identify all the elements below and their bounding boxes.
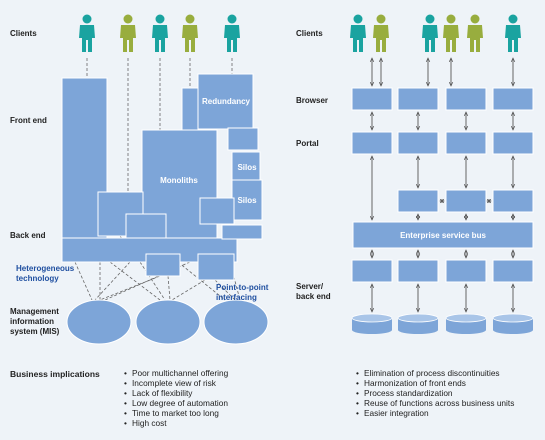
client-person-icon <box>120 14 136 52</box>
business-implications-title: Business implications <box>10 369 100 379</box>
client-person-icon <box>350 14 366 52</box>
client-person-icon <box>443 14 459 52</box>
heterogeneous-callout-line1: Heterogeneous <box>16 264 75 273</box>
service-box <box>397 189 439 213</box>
database-icon <box>397 313 439 334</box>
implication-item: Harmonization of front ends <box>356 378 514 388</box>
portal-label: Portal <box>296 139 319 148</box>
client-person-icon <box>79 14 95 52</box>
back-end-label: Back end <box>10 231 46 240</box>
implication-item: Reuse of functions across business units <box>356 398 514 408</box>
implication-item: Poor multichannel offering <box>124 368 228 378</box>
enterprise-service-bus <box>352 221 534 249</box>
service-box <box>492 189 534 213</box>
soa-structure <box>351 58 534 334</box>
implication-item: Process standardization <box>356 388 514 398</box>
heterogeneous-callout-line2: technology <box>16 274 59 283</box>
client-person-icon <box>373 14 389 52</box>
mis-label-line2: information <box>10 317 54 326</box>
client-person-icon <box>224 14 240 52</box>
browser-box <box>492 87 534 111</box>
client-person-icon <box>422 14 438 52</box>
silos-stack-box <box>221 224 263 240</box>
database-icon <box>445 313 487 334</box>
browser-box <box>351 87 393 111</box>
silos-lower-box <box>199 197 235 225</box>
p2p-callout-line2: interfacing <box>216 293 257 302</box>
soa-implications-list: Elimination of process discontinuitiesHa… <box>356 368 514 418</box>
front-end-label: Front end <box>10 116 47 125</box>
portal-box <box>492 131 534 155</box>
legacy-boxes <box>61 73 263 281</box>
silos-label-box-1 <box>231 151 261 181</box>
portal-box <box>397 131 439 155</box>
right-clients-label: Clients <box>296 29 323 38</box>
implication-item: Easier integration <box>356 408 514 418</box>
redundancy-box <box>197 73 254 130</box>
implication-item: Low degree of automation <box>124 398 228 408</box>
portal-box <box>445 131 487 155</box>
backend-box <box>397 259 439 283</box>
browser-label: Browser <box>296 96 328 105</box>
silos-label-box-2 <box>231 179 263 221</box>
server-label-line2: back end <box>296 292 331 301</box>
redundancy-label: Redundancy <box>202 97 251 106</box>
client-person-icon <box>182 14 198 52</box>
client-connector-lines <box>86 58 233 195</box>
service-box <box>445 189 487 213</box>
mis-label-line3: system (MIS) <box>10 327 60 336</box>
backend-box <box>445 259 487 283</box>
client-person-icon <box>505 14 521 52</box>
database-icon <box>492 313 534 334</box>
browser-box <box>445 87 487 111</box>
soa-architecture-panel: Clients Browser Portal Server/ back end … <box>296 14 534 334</box>
legacy-architecture-panel: Redundancy Monoliths Silos Silos Clients… <box>10 14 269 345</box>
implication-item: Incomplete view of risk <box>124 378 228 388</box>
mis-label-line1: Management <box>10 307 59 316</box>
server-label-line1: Server/ <box>296 282 324 291</box>
mis-ellipse-3 <box>203 299 269 345</box>
client-person-icon <box>467 14 483 52</box>
right-clients-group <box>350 14 521 52</box>
client-person-icon <box>152 14 168 52</box>
mis-ellipse-1 <box>66 299 132 345</box>
left-clients-group <box>79 14 240 52</box>
mis-ellipse-2 <box>135 299 201 345</box>
browser-box <box>397 87 439 111</box>
silos-label-2: Silos <box>237 196 257 205</box>
implication-item: Time to market too long <box>124 408 228 418</box>
silos-label-1: Silos <box>237 163 257 172</box>
p2p-callout-line1: Point-to-point <box>216 283 269 292</box>
silos-top-box <box>227 127 259 151</box>
back-end-small-box-2 <box>197 253 235 281</box>
database-icon <box>351 313 393 334</box>
left-clients-label: Clients <box>10 29 37 38</box>
implication-item: Elimination of process discontinuities <box>356 368 514 378</box>
implication-item: Lack of flexibility <box>124 388 228 398</box>
legacy-implications-list: Poor multichannel offeringIncomplete vie… <box>124 368 228 428</box>
monoliths-label: Monoliths <box>160 176 198 185</box>
implication-item: High cost <box>124 418 228 428</box>
back-end-small-box-1 <box>145 253 181 277</box>
backend-box <box>492 259 534 283</box>
enterprise-service-bus-label: Enterprise service bus <box>400 231 486 240</box>
portal-box <box>351 131 393 155</box>
backend-box <box>351 259 393 283</box>
